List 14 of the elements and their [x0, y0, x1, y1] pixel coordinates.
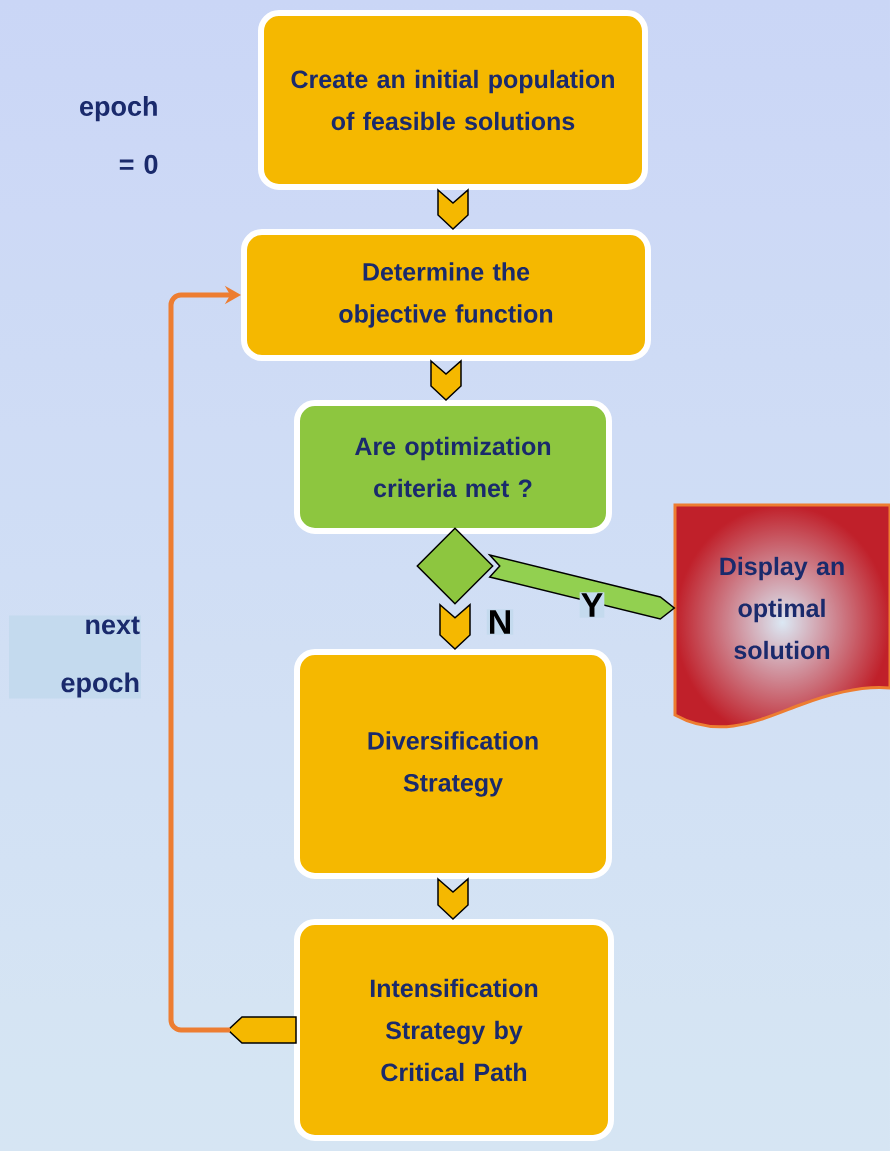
process-box: Diversification Strategy — [294, 649, 612, 879]
side-label: epoch = 0 — [80, 96, 158, 174]
process-box: Intensification Strategy by Critical Path — [294, 919, 614, 1141]
loop-arrow — [168, 285, 297, 1044]
process-box: Determine the objective function — [241, 229, 651, 361]
decision-diamond — [416, 527, 494, 605]
chevron-arrow — [437, 877, 469, 921]
edge-label: Y — [579, 592, 605, 618]
process-box: Create an initial population of feasible solutions — [258, 10, 648, 190]
edge-label: N — [486, 609, 514, 635]
chevron-arrow — [430, 359, 462, 402]
edge-label: next epoch — [9, 615, 141, 699]
chevron-arrow — [439, 603, 471, 651]
chevron-arrow — [437, 188, 469, 231]
